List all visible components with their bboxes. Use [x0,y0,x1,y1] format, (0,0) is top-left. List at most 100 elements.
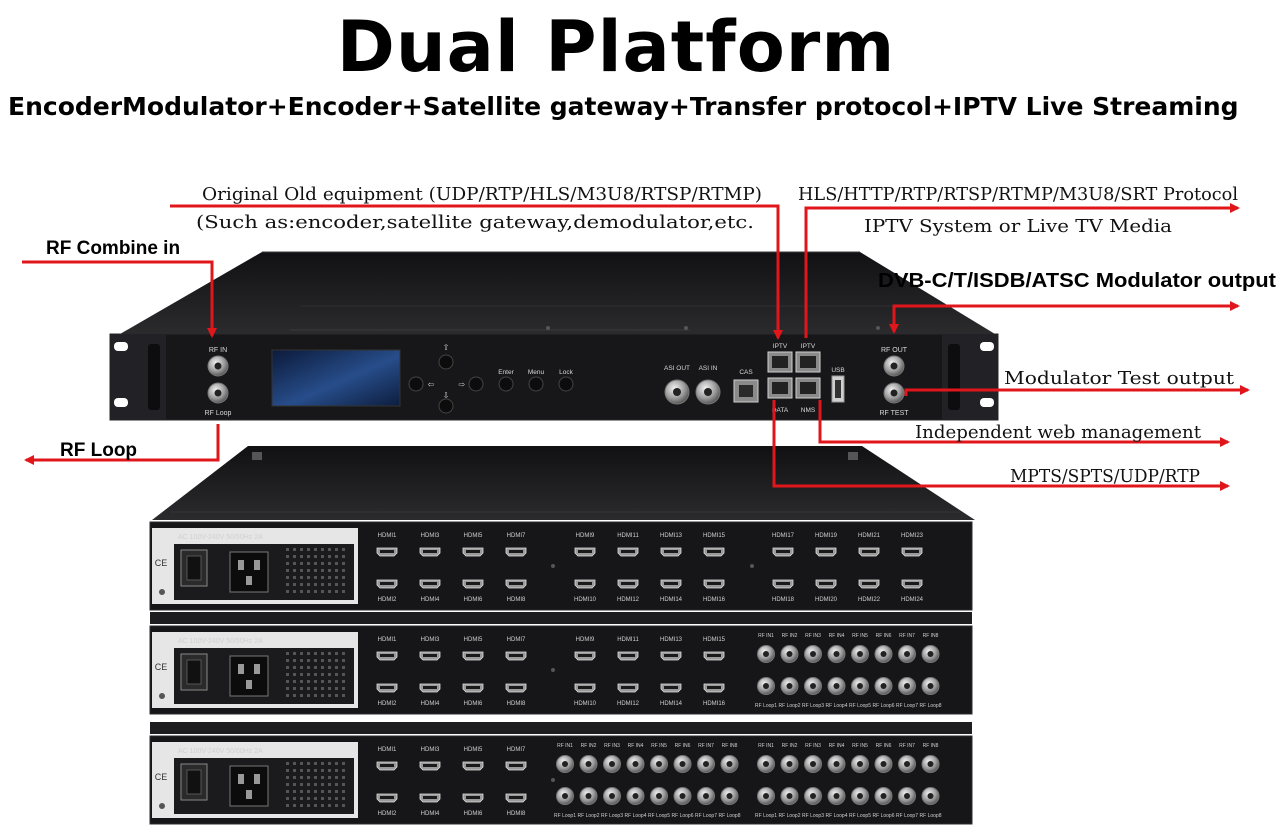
rf-in-label: RF IN6 [675,743,691,749]
rf-in-label: RF IN6 [876,743,892,749]
hdmi-bottom-label: HDMI10 [574,597,597,603]
rear-unit-1 [152,446,975,520]
rf-in-label: RF IN3 [805,743,821,749]
rf-loop-label: RF Loop6 [672,813,694,819]
hdmi-top-label: HDMI21 [858,533,881,539]
arrow-right-icon: ⇨ [459,380,466,389]
hdmi-bottom-label: HDMI8 [507,701,526,707]
front-rf-loop-label: RF Loop [205,410,232,417]
asi-out-label: ASI OUT [664,365,690,372]
rf-loop-label: RF Loop6 [873,813,895,819]
hdmi-bottom-label: HDMI6 [464,811,483,817]
front-unit: RF IN RF Loop ⇧ ⇩ ⇦ ⇨ Enter Menu Lock AS… [109,251,999,421]
rf-in-label: RF IN1 [758,743,774,749]
menu-label: Menu [528,369,545,376]
nav-left-button[interactable] [408,376,424,392]
rf-loop-label: RF Loop8 [719,813,741,819]
rf-loop-label: RF Loop8 [920,703,942,709]
rf-in-label: RF IN8 [722,743,738,749]
rf-loop-label: RF Loop3 [601,813,623,819]
rf-loop-label: RF Loop2 [578,813,600,819]
hdmi-bottom-label: HDMI2 [378,701,397,707]
data-label: DATA [772,407,789,414]
rf-in-label: RF IN7 [698,743,714,749]
arrow-modulator-test [904,385,1250,396]
hdmi-bottom-label: HDMI12 [617,701,640,707]
rf-loop-label: RF Loop4 [826,813,848,819]
hdmi-top-label: HDMI5 [464,533,483,539]
modulator-output-text: DVB-C/T/ISDB/ATSC Modulator output [878,270,1276,292]
arrow-rf-loop [24,424,220,465]
annotation-labels: Original Old equipment (UDP/RTP/HLS/M3U8… [46,184,1276,487]
hdmi-bottom-label: HDMI14 [660,597,683,603]
rf-out-label: RF OUT [881,347,908,354]
rf-loop-label: RF Loop8 [920,813,942,819]
vent-grille [286,548,345,593]
hdmi-top-label: HDMI17 [772,533,795,539]
ce-mark: CE [155,558,168,568]
old-equipment-text: Original Old equipment (UDP/RTP/HLS/M3U8… [202,184,762,205]
menu-button[interactable] [528,376,544,392]
hdmi-bottom-label: HDMI12 [617,597,640,603]
hdmi-bottom-label: HDMI18 [772,597,795,603]
rf-test-label: RF TEST [879,410,909,417]
iptv-system-text: IPTV System or Live TV Media [864,216,1172,237]
protocols-text: HLS/HTTP/RTP/RTSP/RTMP/M3U8/SRT Protocol [798,184,1238,205]
power-inlet[interactable] [229,765,269,807]
rf-in-label: RF IN1 [557,743,573,749]
rf-loop-label: RF Loop1 [755,813,777,819]
iptv-label-2: IPTV [801,343,816,350]
power-inlet[interactable] [229,655,269,697]
nav-down-button[interactable] [438,398,454,414]
page-title: Dual Platform [336,6,896,88]
cas-label: CAS [739,369,753,376]
hdmi-top-label: HDMI13 [660,533,683,539]
ce-mark: CE [155,662,168,672]
rf-loop-label: RF Loop5 [849,703,871,709]
hdmi-top-label: HDMI11 [617,637,639,643]
enter-label: Enter [498,369,514,376]
rf-loop-label: RF Loop5 [849,813,871,819]
hdmi-bottom-label: HDMI8 [507,811,526,817]
navigation-buttons: ⇧ ⇩ ⇦ ⇨ [408,343,484,414]
arrow-web-management [818,400,1230,447]
modulator-test-output-text: Modulator Test output [1004,368,1235,389]
mpts-text: MPTS/SPTS/UDP/RTP [1010,466,1200,487]
rf-combine-in-text: RF Combine in [46,238,180,259]
rf-loop-label: RF Loop2 [779,813,801,819]
usb-label: USB [831,367,844,374]
enter-button[interactable] [498,376,514,392]
lock-button[interactable] [558,376,574,392]
nav-up-button[interactable] [438,354,454,370]
rf-in-label: RF IN7 [899,743,915,749]
iptv-label-1: IPTV [773,343,788,350]
hdmi-top-label: HDMI19 [815,533,838,539]
hdmi-bottom-label: HDMI6 [464,597,483,603]
hdmi-bottom-label: HDMI16 [703,597,726,603]
annotation-arrows [22,203,1250,491]
rf-in-label: RF IN2 [782,743,798,749]
arrow-mpts [772,400,1230,491]
arrow-rf-combine-in [22,260,217,338]
hdmi-top-label: HDMI1 [378,747,397,753]
nav-right-button[interactable] [468,376,484,392]
front-unit-top-cover [120,252,995,334]
rf-loop-label: RF Loop4 [625,813,647,819]
hdmi-bottom-label: HDMI14 [660,701,683,707]
hdmi-top-label: HDMI3 [421,533,440,539]
rear-panel-2: AC 100V-240V 50/60Hz 2ACEHDMI1HDMI2HDMI3… [152,632,942,709]
hdmi-bottom-label: HDMI10 [574,701,597,707]
rf-in-label: RF IN5 [852,743,868,749]
asi-in-label: ASI IN [699,365,718,372]
arrow-left-icon: ⇦ [428,380,435,389]
rf-in-label: RF IN7 [899,633,915,639]
hdmi-top-label: HDMI7 [507,533,526,539]
rf-in-label: RF IN2 [782,633,798,639]
hdmi-bottom-label: HDMI24 [901,597,924,603]
front-panel [109,333,999,421]
power-rating-label: AC 100V-240V 50/60Hz 2A [178,638,263,645]
lock-label: Lock [559,369,573,376]
hdmi-bottom-label: HDMI4 [421,597,440,603]
power-inlet[interactable] [229,551,269,593]
hdmi-top-label: HDMI9 [576,533,595,539]
